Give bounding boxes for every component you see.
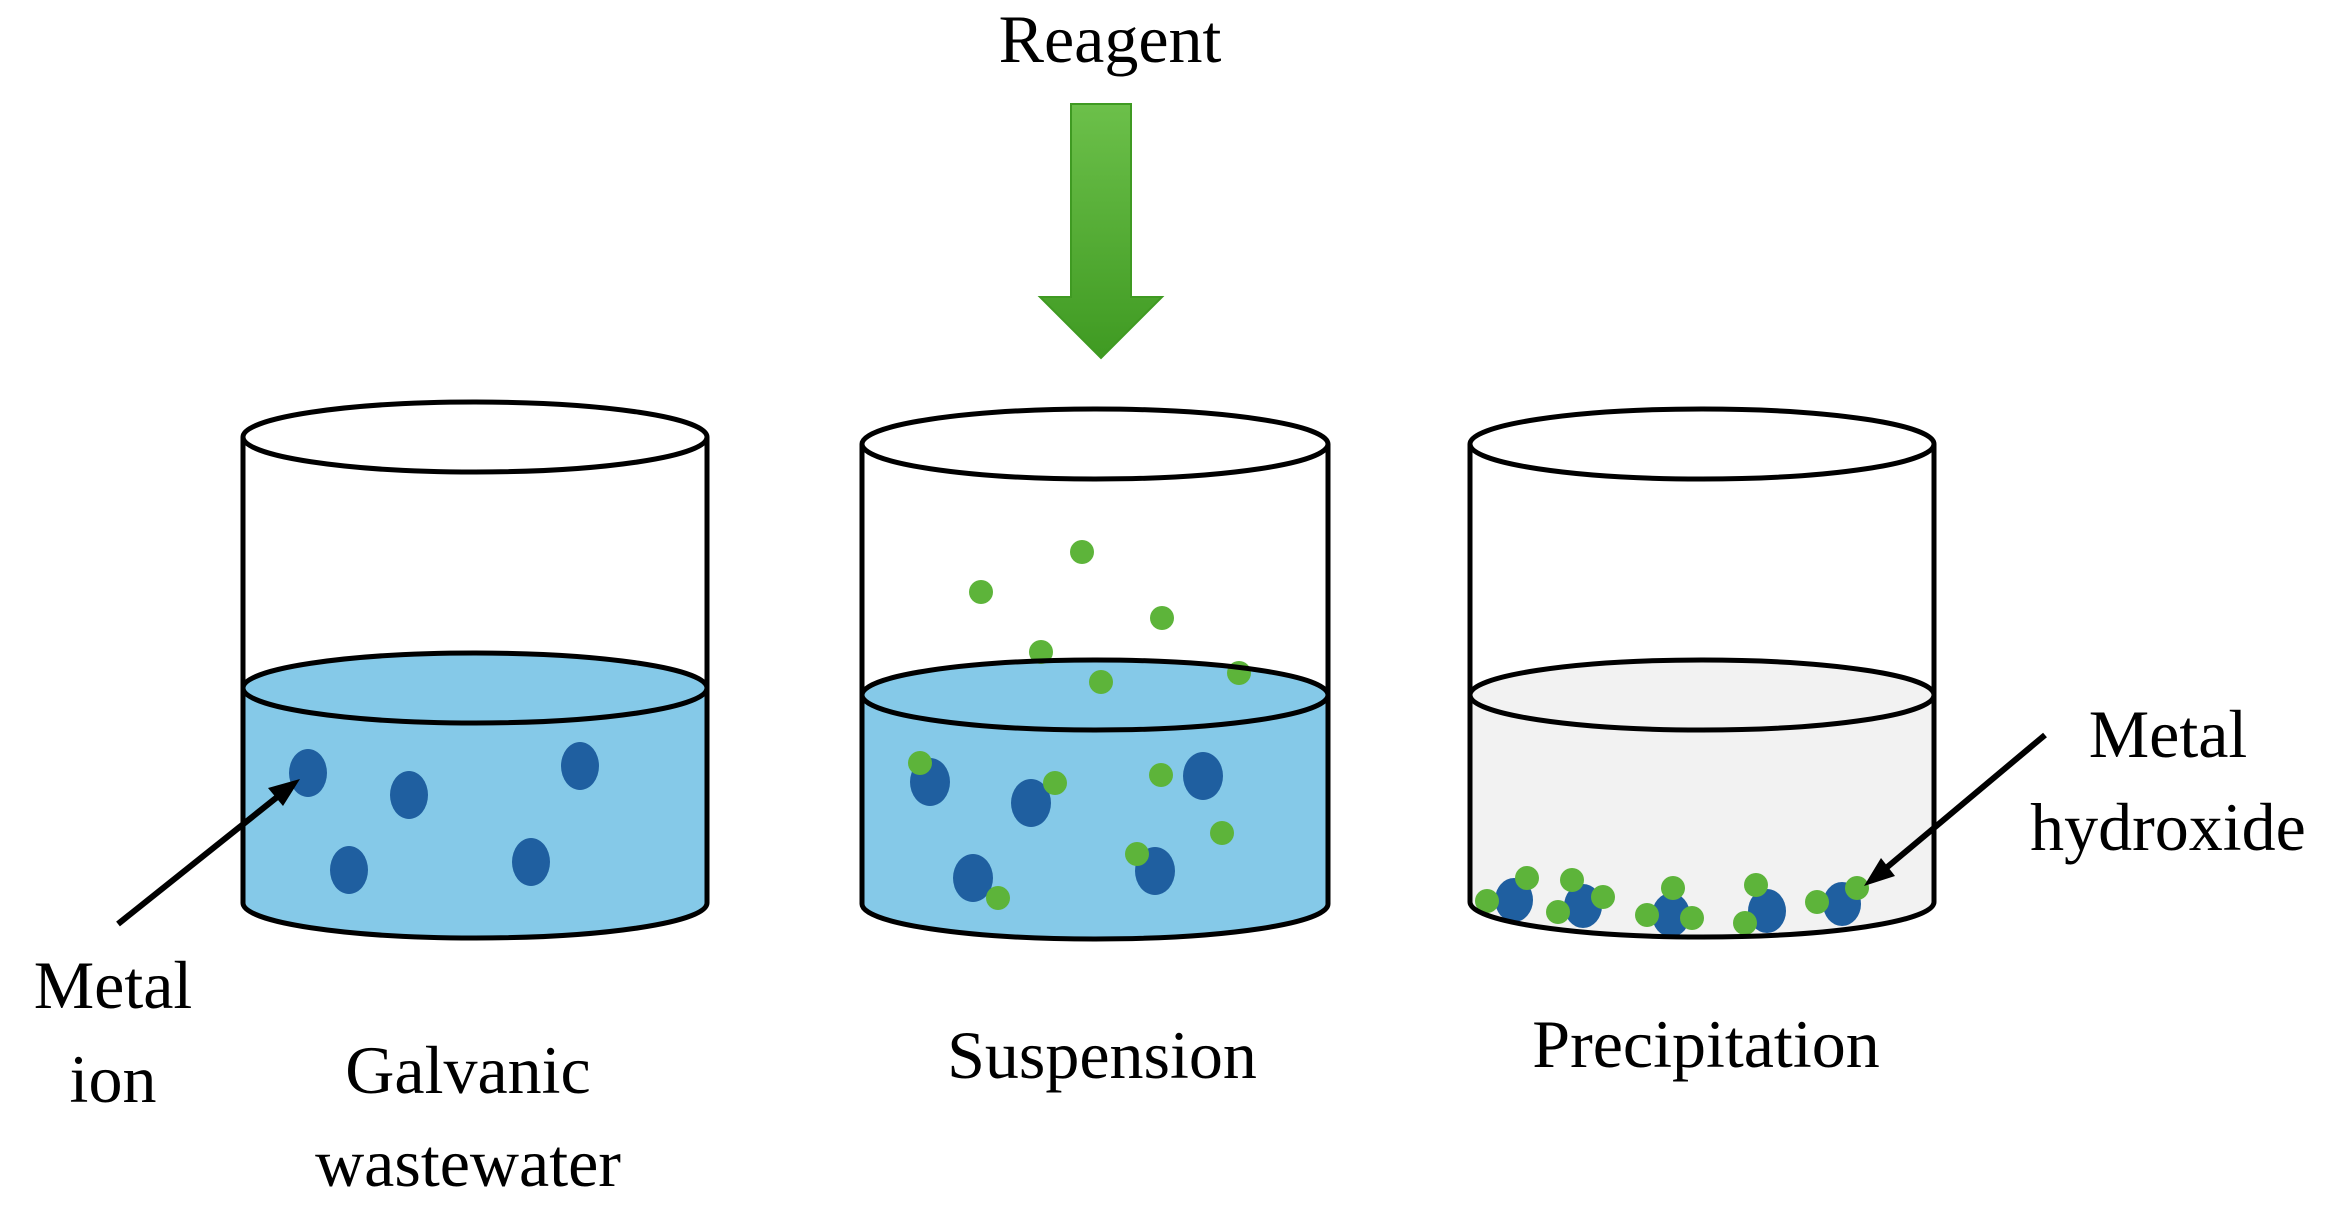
metal-ion: [561, 742, 599, 790]
reagent-arrow-icon: [1037, 103, 1165, 360]
metal-ion: [330, 846, 368, 894]
metal-ions: [289, 742, 599, 894]
suspension-label: Suspension: [947, 1017, 1257, 1093]
beaker-precipitation: [1467, 406, 1937, 940]
galvanic-wastewater-label-line2: wastewater: [315, 1125, 621, 1201]
reagent-particle: [1149, 763, 1173, 787]
reagent-particle: [1744, 873, 1768, 897]
reagent-particle: [1043, 771, 1067, 795]
reagent-particle: [1070, 540, 1094, 564]
metal-ion-label-line2: ion: [70, 1041, 157, 1117]
reagent-particle: [1560, 868, 1584, 892]
reagent-particle: [1475, 889, 1499, 913]
metal-hydroxide-pointer-arrowhead: [1864, 858, 1895, 886]
metal-ion: [289, 749, 327, 797]
beaker-galvanic-wastewater: [240, 399, 710, 941]
reagent-label: Reagent: [999, 1, 1222, 77]
metal-ion: [1748, 889, 1786, 933]
beaker-suspension: [859, 406, 1331, 942]
metal-ion: [512, 838, 550, 886]
reagent-particles: [908, 540, 1251, 910]
reagent-particle: [1733, 911, 1757, 935]
metal-ion: [953, 854, 993, 902]
reagent-particle: [1845, 876, 1869, 900]
reagent-particle: [1546, 900, 1570, 924]
galvanic-wastewater-label-line1: Galvanic: [345, 1032, 590, 1108]
reagent-particle: [1805, 890, 1829, 914]
liquid-fill: [1470, 660, 1934, 937]
reagent-particle: [969, 580, 993, 604]
metal-hydroxide-precipitate: [1475, 866, 1869, 937]
metal-ion: [1652, 893, 1690, 937]
precipitation-label: Precipitation: [1532, 1006, 1879, 1082]
reagent-particle: [1591, 885, 1615, 909]
reagent-particle: [1661, 876, 1685, 900]
metal-ion-pointer-arrow: [116, 787, 288, 927]
reagent-particle: [1680, 906, 1704, 930]
reagent-particle: [986, 886, 1010, 910]
metal-hydroxide-label-line2: hydroxide: [2030, 789, 2306, 865]
reagent-particle: [1635, 903, 1659, 927]
reagent-particle: [908, 751, 932, 775]
metal-ion-label-line1: Metal: [34, 947, 193, 1023]
metal-hydroxide-label-line1: Metal: [2089, 696, 2248, 772]
reagent-particle: [1515, 866, 1539, 890]
reagent-particle: [1210, 821, 1234, 845]
reagent-particle: [1125, 842, 1149, 866]
metal-ion: [1011, 779, 1051, 827]
metal-ion-pointer-arrowhead: [268, 779, 300, 806]
metal-hydroxide-pointer-arrow: [1877, 732, 2047, 877]
reagent-particle: [1150, 606, 1174, 630]
reagent-particle: [1089, 670, 1113, 694]
reagent-particle: [1029, 640, 1053, 664]
metal-ion: [390, 771, 428, 819]
metal-ion: [1183, 752, 1223, 800]
